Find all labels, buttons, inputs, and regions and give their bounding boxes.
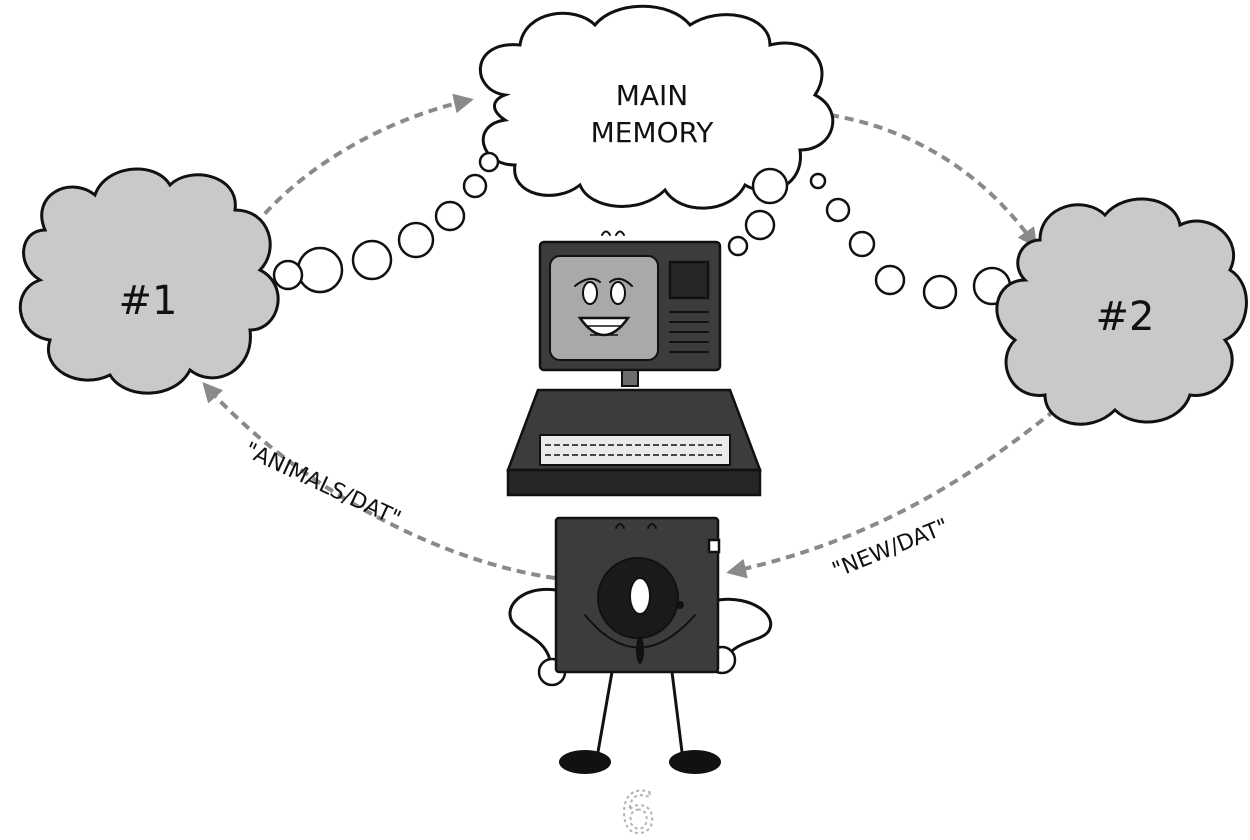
label-animals-dat: "ANIMALS/DAT" — [240, 438, 404, 532]
page-number: 6 — [620, 781, 656, 840]
computer-character — [506, 230, 762, 497]
monitor-vent-icon — [669, 311, 709, 353]
label-new-dat: "NEW/DAT" — [829, 514, 953, 583]
disk-hub-icon — [597, 557, 684, 664]
screen-face-icon — [574, 277, 633, 337]
thought-bubbles-left — [272, 151, 500, 294]
window-2-label: #2 — [1096, 294, 1155, 340]
main-memory-label-line2: MEMORY — [591, 116, 715, 149]
arrow-disk-to-window1 — [202, 382, 556, 580]
disk-character — [508, 516, 772, 774]
arrow-window2-to-disk — [726, 408, 1057, 579]
left-shoe-icon — [559, 750, 611, 774]
arrow-window1-to-main-memory — [253, 93, 474, 227]
keyboard-keys-icon — [539, 434, 731, 466]
thought-bubbles-right — [727, 167, 1012, 310]
arrow-main-memory-to-window2 — [829, 113, 1038, 249]
window-2-cloud: #2 — [995, 197, 1248, 426]
right-shoe-icon — [669, 750, 721, 774]
main-memory-cloud: MAIN MEMORY — [479, 4, 835, 210]
window-1-label: #1 — [119, 278, 178, 324]
window-1-cloud: #1 — [18, 167, 280, 395]
main-memory-label-line1: MAIN — [616, 79, 689, 112]
